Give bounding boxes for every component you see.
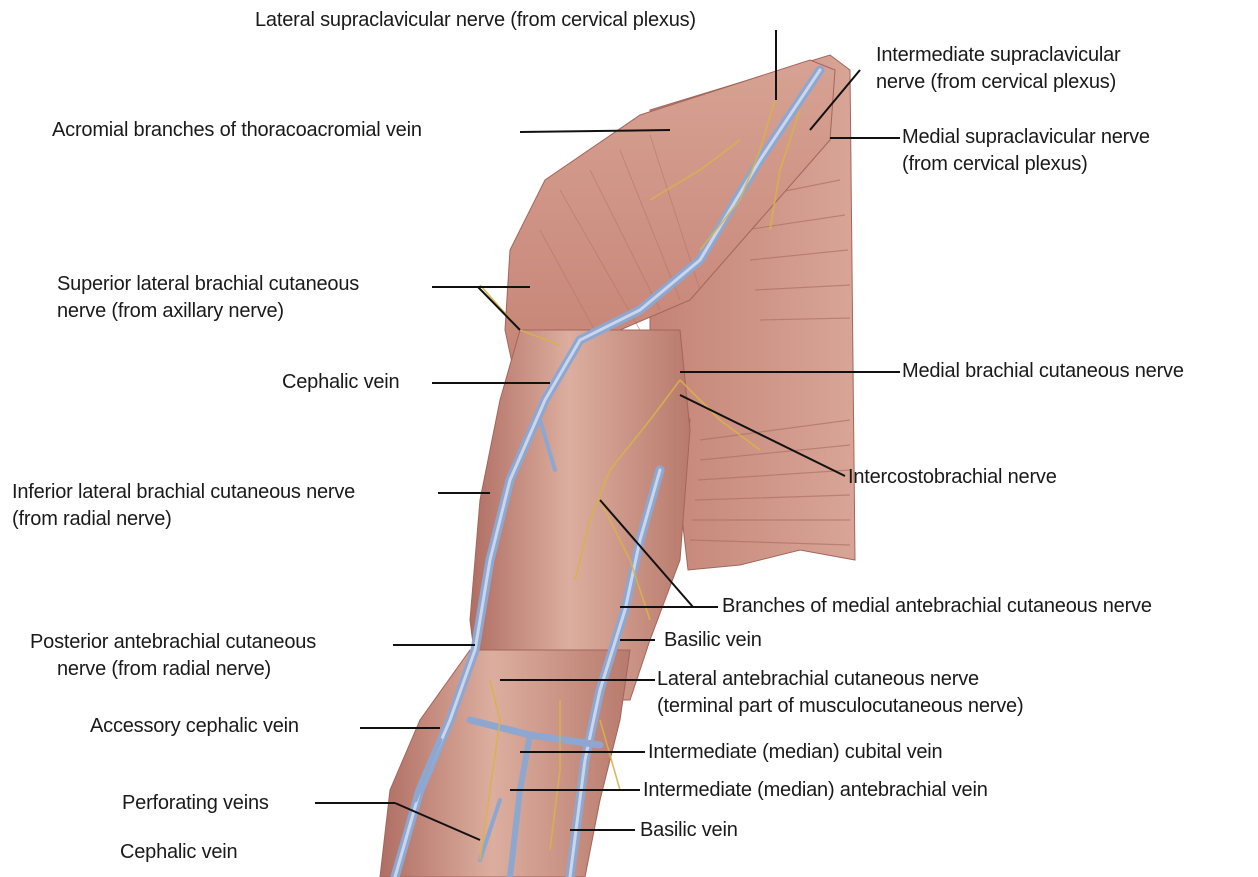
label-acromial-branches: Acromial branches of thoracoacromial vei… <box>52 118 422 143</box>
label-lateral-antebrachial-line2: (terminal part of musculocutaneous nerve… <box>657 694 1023 719</box>
label-inferior-lateral-brachial-line2: (from radial nerve) <box>12 507 172 532</box>
label-lateral-supraclavicular-nerve: Lateral supraclavicular nerve (from cerv… <box>255 8 696 33</box>
label-branches-medial-antebrachial: Branches of medial antebrachial cutaneou… <box>722 594 1152 619</box>
label-medial-brachial-cutaneous-nerve: Medial brachial cutaneous nerve <box>902 359 1184 384</box>
label-intermediate-supraclavicular-nerve-line2: nerve (from cervical plexus) <box>876 70 1116 95</box>
label-medial-supraclavicular-nerve-line1: Medial supraclavicular nerve <box>902 125 1150 150</box>
label-inferior-lateral-brachial-line1: Inferior lateral brachial cutaneous nerv… <box>12 480 355 505</box>
label-medial-supraclavicular-nerve-line2: (from cervical plexus) <box>902 152 1088 177</box>
label-posterior-antebrachial-line2: nerve (from radial nerve) <box>57 657 271 682</box>
label-cephalic-vein-lower: Cephalic vein <box>120 840 237 865</box>
forearm-region <box>380 650 630 877</box>
label-intermediate-cubital-vein: Intermediate (median) cubital vein <box>648 740 942 765</box>
label-intermediate-antebrachial-vein: Intermediate (median) antebrachial vein <box>643 778 988 803</box>
label-lateral-antebrachial-line1: Lateral antebrachial cutaneous nerve <box>657 667 979 692</box>
label-basilic-vein-lower: Basilic vein <box>640 818 738 843</box>
label-intermediate-supraclavicular-nerve-line1: Intermediate supraclavicular <box>876 43 1121 68</box>
label-accessory-cephalic-vein: Accessory cephalic vein <box>90 714 299 739</box>
label-superior-lateral-brachial-line2: nerve (from axillary nerve) <box>57 299 284 324</box>
label-perforating-veins: Perforating veins <box>122 791 269 816</box>
label-intercostobrachial-nerve: Intercostobrachial nerve <box>848 465 1057 490</box>
label-superior-lateral-brachial-line1: Superior lateral brachial cutaneous <box>57 272 359 297</box>
label-posterior-antebrachial-line1: Posterior antebrachial cutaneous <box>30 630 316 655</box>
label-cephalic-vein-upper: Cephalic vein <box>282 370 399 395</box>
label-basilic-vein-upper: Basilic vein <box>664 628 762 653</box>
